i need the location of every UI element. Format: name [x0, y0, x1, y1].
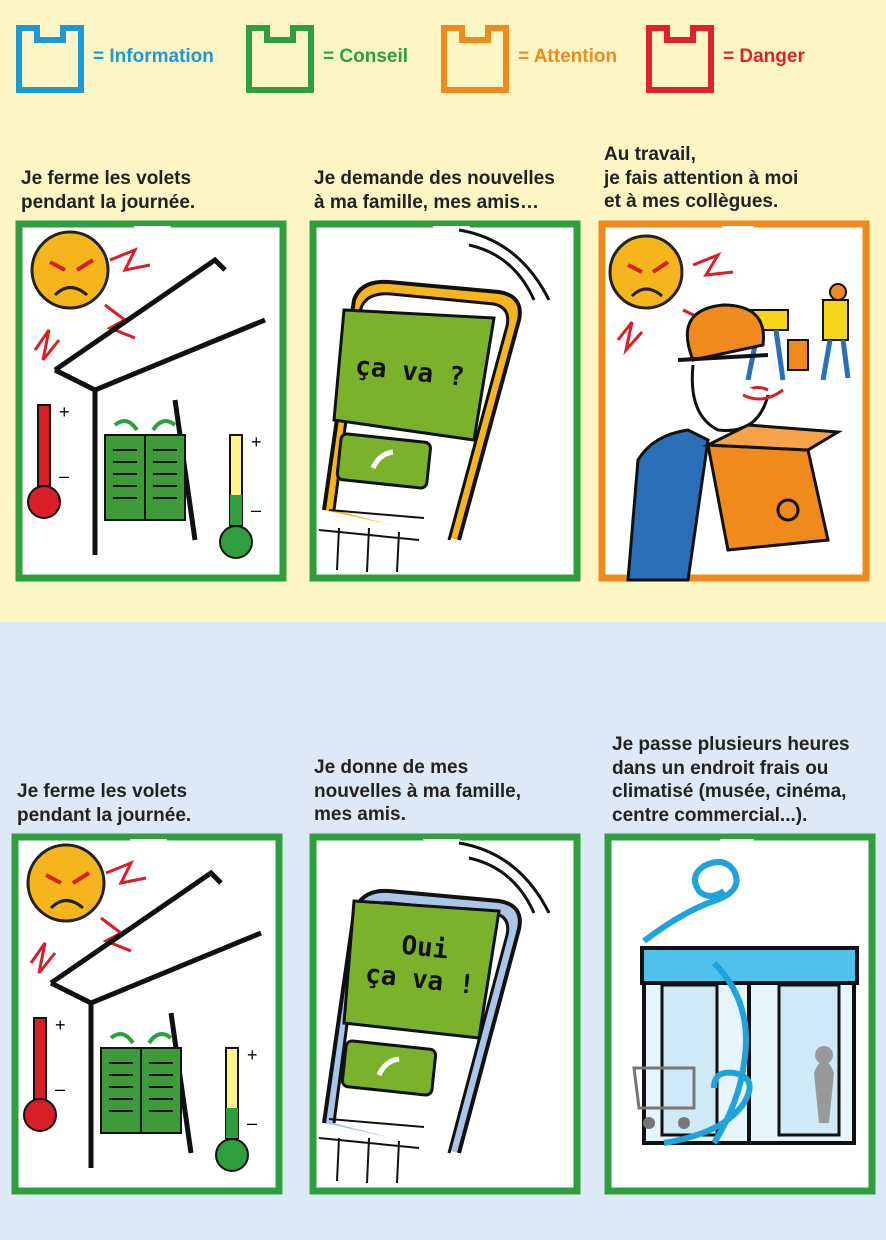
svg-text:–: –	[59, 466, 69, 486]
air-conditioned-entrance-icon	[632, 946, 859, 1145]
closed-shutters-icon	[104, 419, 186, 521]
mobile-phone-icon	[318, 228, 551, 573]
hot-thermometer-icon: + –	[27, 402, 70, 519]
svg-text:–: –	[55, 1079, 65, 1099]
legend-label-attention: Attention	[533, 46, 618, 67]
advice-frame-icon	[246, 25, 314, 93]
caption-bottom-3: Je passe plusieurs heures dans un endroi…	[612, 734, 850, 826]
angry-sun-icon	[26, 843, 147, 974]
panel-phone-top: ça va ?	[309, 210, 581, 585]
caption-bottom-1: Je ferme les volets pendant la journée.	[17, 781, 192, 826]
legend-label-conseil: Conseil	[339, 46, 409, 67]
hot-thermometer-icon: + –	[23, 1015, 66, 1132]
caption-top-3: Au travail, je fais attention à moi et à…	[604, 144, 799, 212]
caption-top-1: Je ferme les volets pendant la journée.	[21, 168, 196, 213]
legend-label-information: Information	[109, 46, 214, 67]
svg-text:+: +	[251, 432, 262, 452]
legend: = Information = Conseil = Attention = Da…	[15, 24, 875, 94]
svg-text:–: –	[251, 500, 261, 520]
svg-text:–: –	[247, 1113, 257, 1133]
caption-top-2: Je demande des nouvelles à ma famille, m…	[314, 168, 555, 213]
panel-phone-bottom: Oui ça va !	[309, 823, 581, 1198]
svg-text:+: +	[59, 402, 70, 422]
phone-screen-text-line-1: Oui	[400, 931, 450, 966]
legend-label-danger: Danger	[739, 46, 805, 67]
cool-thermometer-icon: + –	[219, 432, 262, 559]
cool-thermometer-icon: + –	[215, 1045, 258, 1172]
svg-text:+: +	[247, 1045, 258, 1065]
panel-cool-place-bottom	[604, 823, 876, 1198]
panel-shutters-top: + – + –	[15, 210, 287, 585]
panel-work-top	[598, 210, 870, 585]
mobile-phone-icon	[318, 841, 551, 1184]
caption-bottom-2: Je donne de mes nouvelles à ma famille, …	[314, 757, 521, 825]
closed-shutters-icon	[100, 1032, 182, 1134]
panel-shutters-bottom: + – + –	[11, 823, 283, 1198]
danger-frame-icon	[646, 25, 714, 93]
worker-carrying-box-icon	[626, 303, 843, 582]
info-frame-icon	[16, 25, 84, 93]
angry-sun-icon	[30, 230, 151, 361]
warning-frame-icon	[441, 25, 509, 93]
cool-air-swirl-icon	[642, 859, 753, 1146]
svg-text:+: +	[55, 1015, 66, 1035]
